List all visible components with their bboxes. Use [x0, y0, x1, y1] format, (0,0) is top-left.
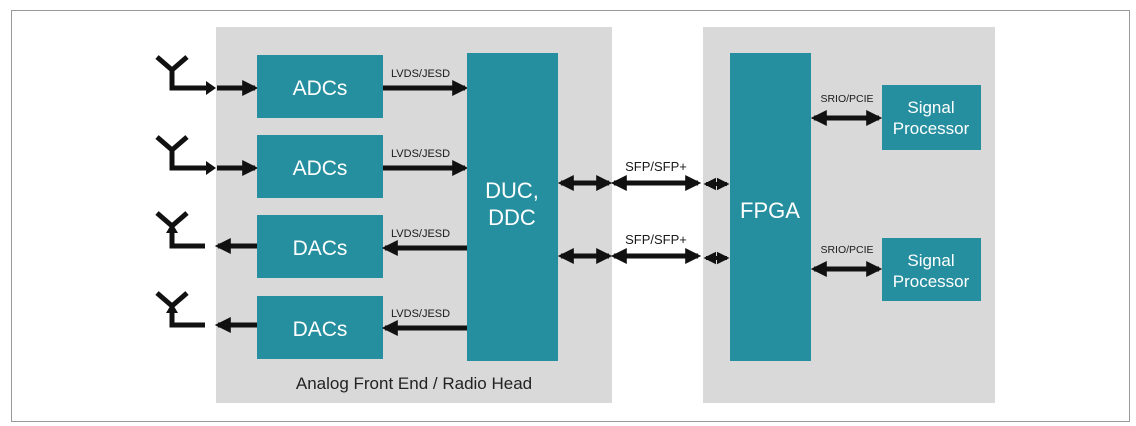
lvds-label-3: LVDS/JESD [391, 228, 450, 240]
dac-2-label: DACs [293, 318, 348, 341]
lvds-label-1: LVDS/JESD [391, 68, 450, 80]
sfp-label-1: SFP/SFP+ [625, 159, 687, 174]
lvds-label-2: LVDS/JESD [391, 148, 450, 160]
srio-label-2: SRIO/PCIE [820, 244, 873, 256]
antenna-icon [155, 135, 211, 171]
arrowhead [206, 161, 216, 175]
arrowhead [206, 81, 216, 95]
signal-processor-2-label-line2: Processor [893, 272, 970, 291]
signal-processor-1-label-line2: Processor [893, 119, 970, 138]
sfp-label-2: SFP/SFP+ [625, 232, 687, 247]
lvds-label-4: LVDS/JESD [391, 308, 450, 320]
front-end-caption: Analog Front End / Radio Head [296, 374, 532, 393]
duc-ddc-block [467, 53, 558, 361]
adc-2-label: ADCs [293, 157, 348, 180]
adc-block-1 [257, 55, 383, 118]
dac-1-label: DACs [293, 237, 348, 260]
dac-block-2 [257, 296, 383, 359]
duc-ddc-label-line1: DUC, [485, 178, 539, 203]
srio-label-1: SRIO/PCIE [820, 93, 873, 105]
fpga-block [730, 53, 811, 361]
signal-processor-block-2 [882, 238, 981, 301]
arrowhead [166, 303, 178, 313]
duc-ddc-label-line2: DDC [488, 205, 536, 230]
fpga-label: FPGA [740, 198, 800, 223]
adc-1-label: ADCs [293, 77, 348, 100]
adc-block-2 [257, 135, 383, 198]
antenna-icon [155, 55, 211, 91]
dac-block-1 [257, 215, 383, 278]
signal-processor-1-label-line1: Signal [907, 98, 954, 117]
arrowhead [166, 223, 178, 233]
signal-processor-block-1 [882, 85, 981, 150]
signal-processor-2-label-line1: Signal [907, 251, 954, 270]
